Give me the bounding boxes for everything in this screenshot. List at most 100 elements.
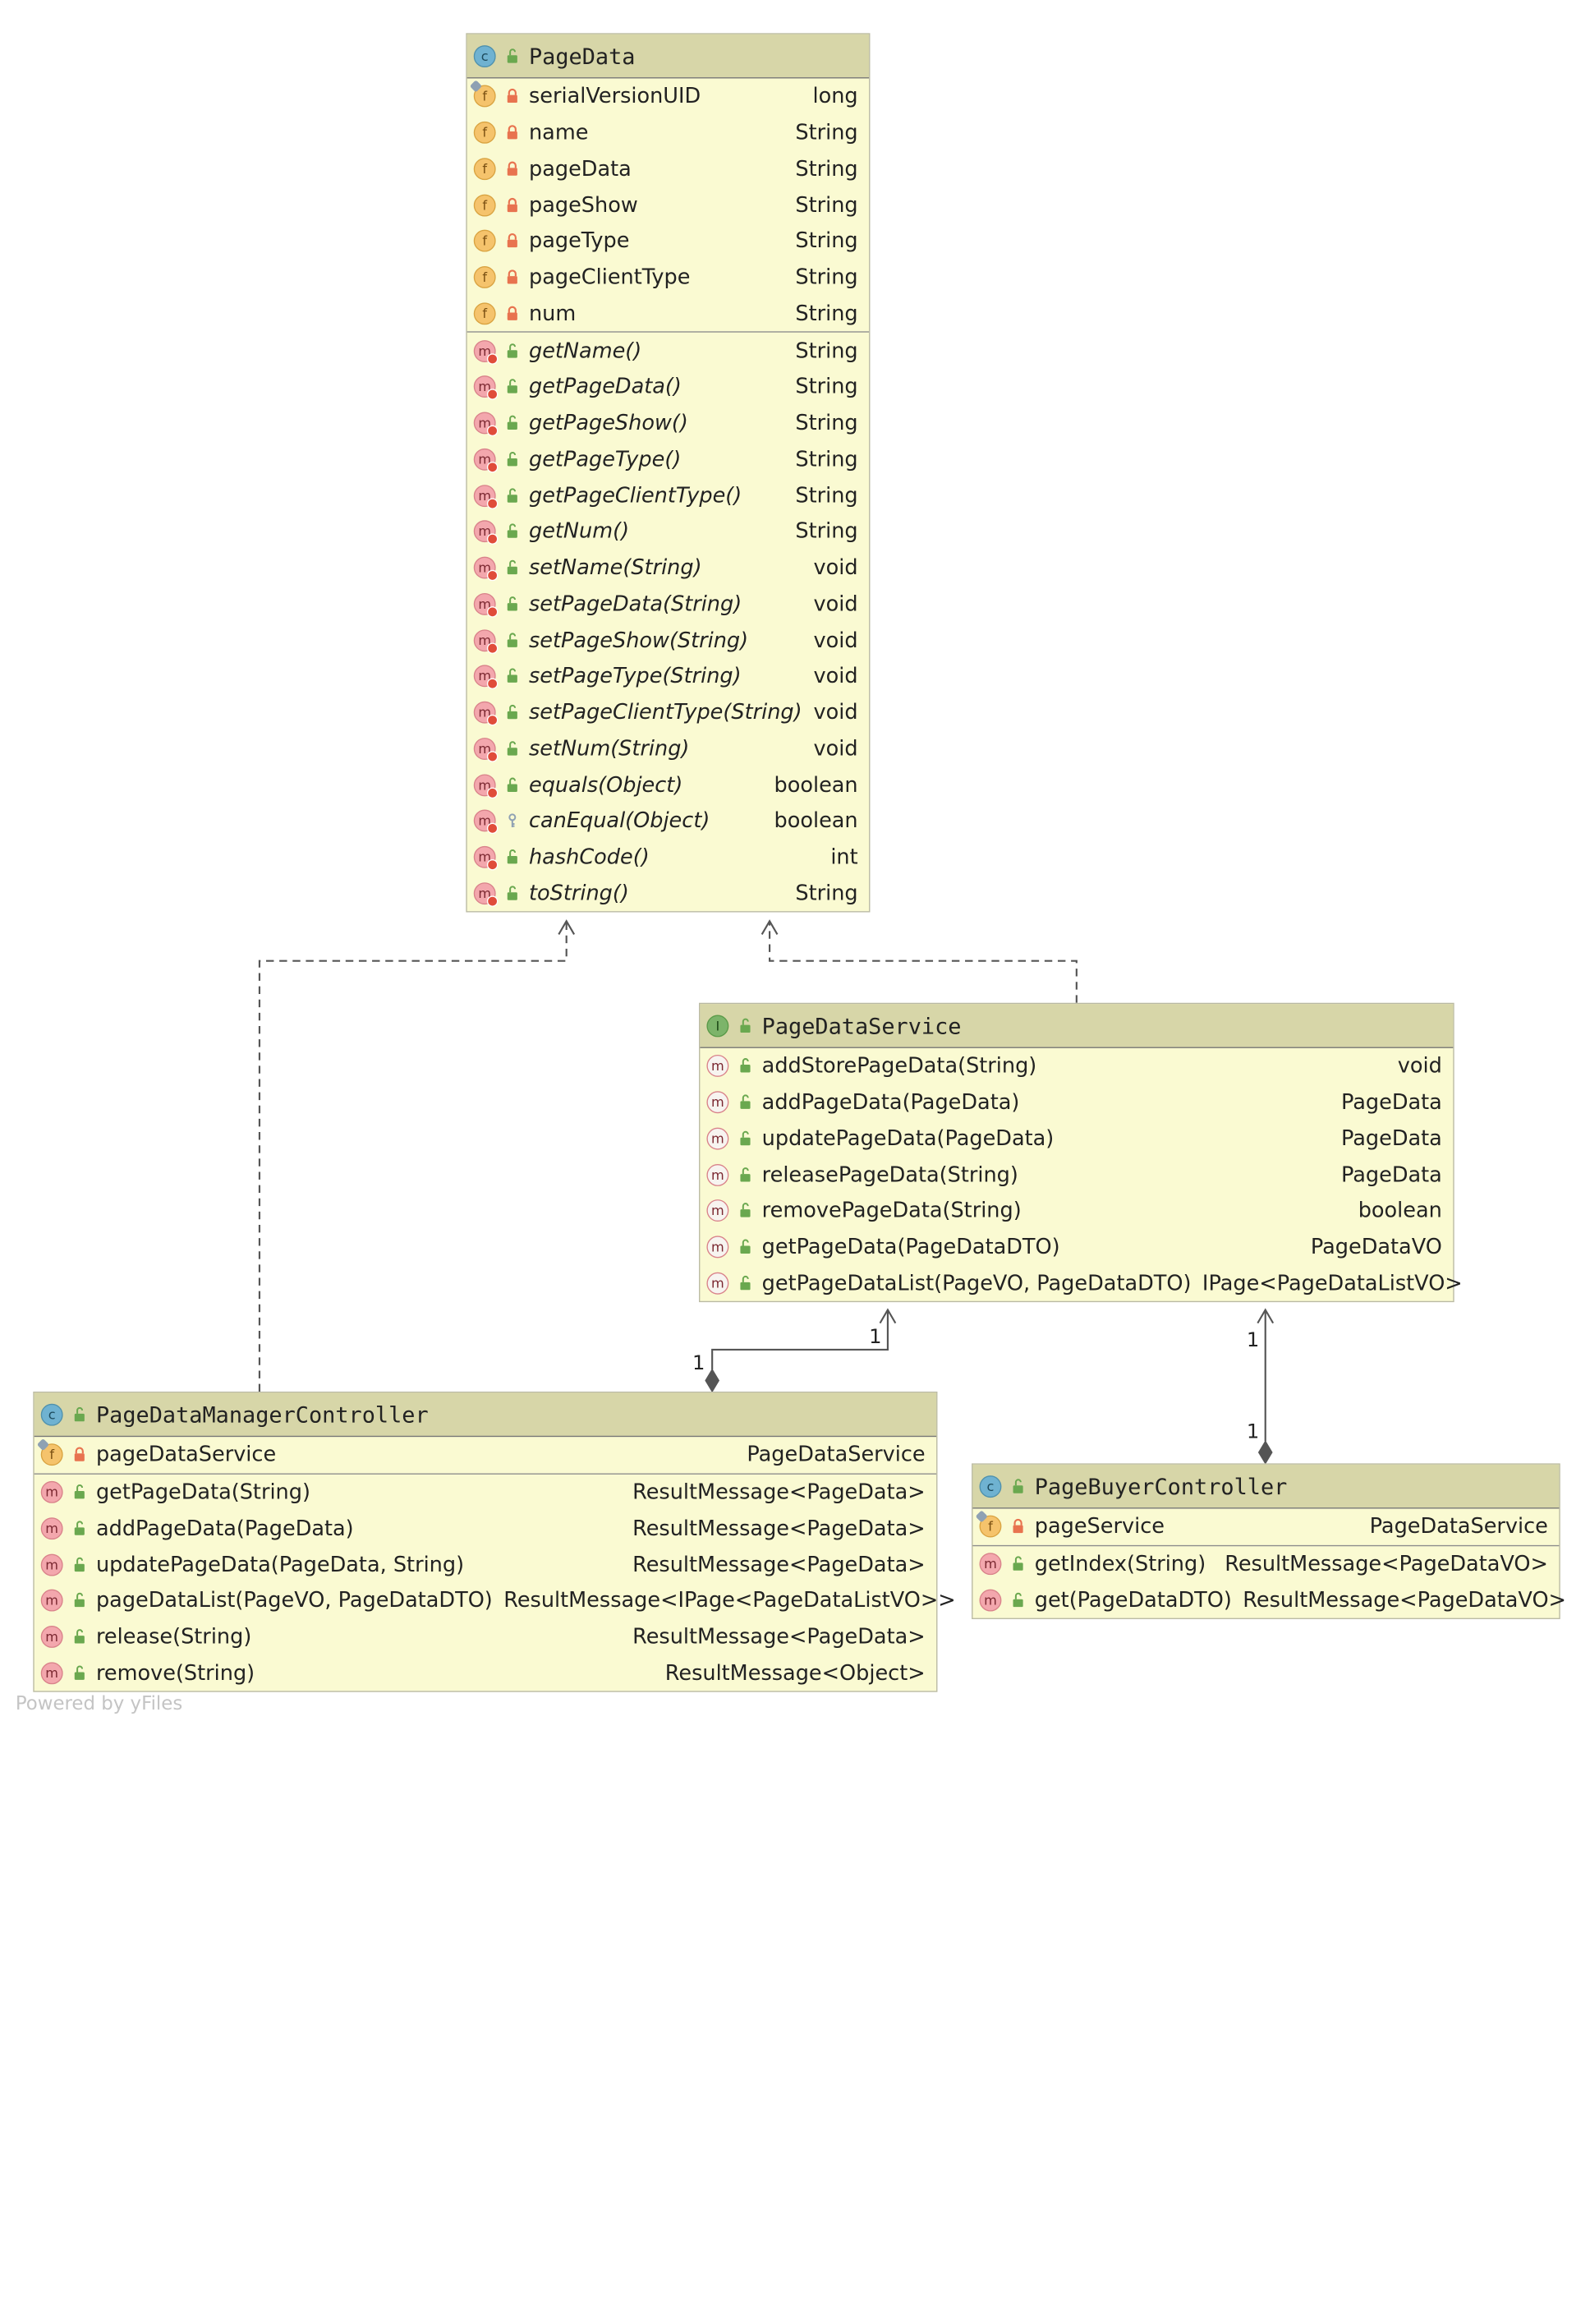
method-icon: m <box>473 628 499 654</box>
public-unlocked-icon <box>74 1557 85 1572</box>
method-icon: m <box>473 484 499 509</box>
method-icon: m <box>979 1553 1002 1576</box>
private-lock-icon <box>507 233 517 248</box>
abstract-method-icon: m <box>706 1236 729 1259</box>
method-name: releasePageData(String) <box>761 1162 1018 1187</box>
abstract-method-icon: m <box>706 1091 729 1114</box>
field-name: pageShow <box>528 192 638 218</box>
return-type: ResultMessage<Object> <box>664 1660 926 1686</box>
field-icon: f <box>473 230 496 253</box>
class-icon: c <box>473 44 496 67</box>
abstract-method-icon: m <box>706 1163 729 1186</box>
composition-diamond <box>1257 1440 1273 1465</box>
method-name: equals(Object) <box>528 772 683 798</box>
field-name: pageService <box>1034 1514 1165 1539</box>
public-unlocked-icon <box>740 1094 751 1109</box>
return-type: PageDataVO <box>1310 1235 1442 1259</box>
private-lock-icon <box>507 197 517 212</box>
public-unlocked-icon <box>74 1406 85 1421</box>
public-unlocked-icon <box>740 1203 751 1218</box>
return-type: ResultMessage<PageDataVO> <box>1243 1588 1566 1613</box>
association-arrowhead <box>879 1308 897 1324</box>
method-icon: m <box>40 1553 63 1576</box>
public-unlocked-icon <box>507 777 517 792</box>
return-type: ResultMessage<PageDataVO> <box>1225 1552 1548 1576</box>
field-icon: f <box>473 122 496 144</box>
public-unlocked-icon <box>507 451 517 467</box>
private-lock-icon <box>507 306 517 320</box>
method-icon: m <box>473 592 499 618</box>
field-name: serialVersionUID <box>528 84 701 109</box>
public-unlocked-icon <box>507 48 517 62</box>
public-unlocked-icon <box>740 1018 751 1033</box>
public-unlocked-icon <box>740 1058 751 1073</box>
static-badge-icon <box>36 1438 50 1452</box>
method-name: addPageData(PageData) <box>95 1516 354 1541</box>
method-name: updatePageData(PageData) <box>761 1126 1055 1151</box>
multiplicity-label: 1 <box>1246 1328 1260 1352</box>
return-type: void <box>813 591 858 617</box>
generated-badge-icon <box>486 605 499 618</box>
public-unlocked-icon <box>507 633 517 647</box>
method-icon: m <box>473 665 499 690</box>
method-name: removePageData(String) <box>761 1199 1022 1223</box>
private-lock-icon <box>74 1447 85 1462</box>
method-icon: m <box>473 773 499 798</box>
public-unlocked-icon <box>740 1239 751 1254</box>
method-name: canEqual(Object) <box>528 808 710 834</box>
public-unlocked-icon <box>1013 1478 1023 1493</box>
generated-badge-icon <box>486 389 499 401</box>
field-icon: f <box>36 1438 63 1466</box>
